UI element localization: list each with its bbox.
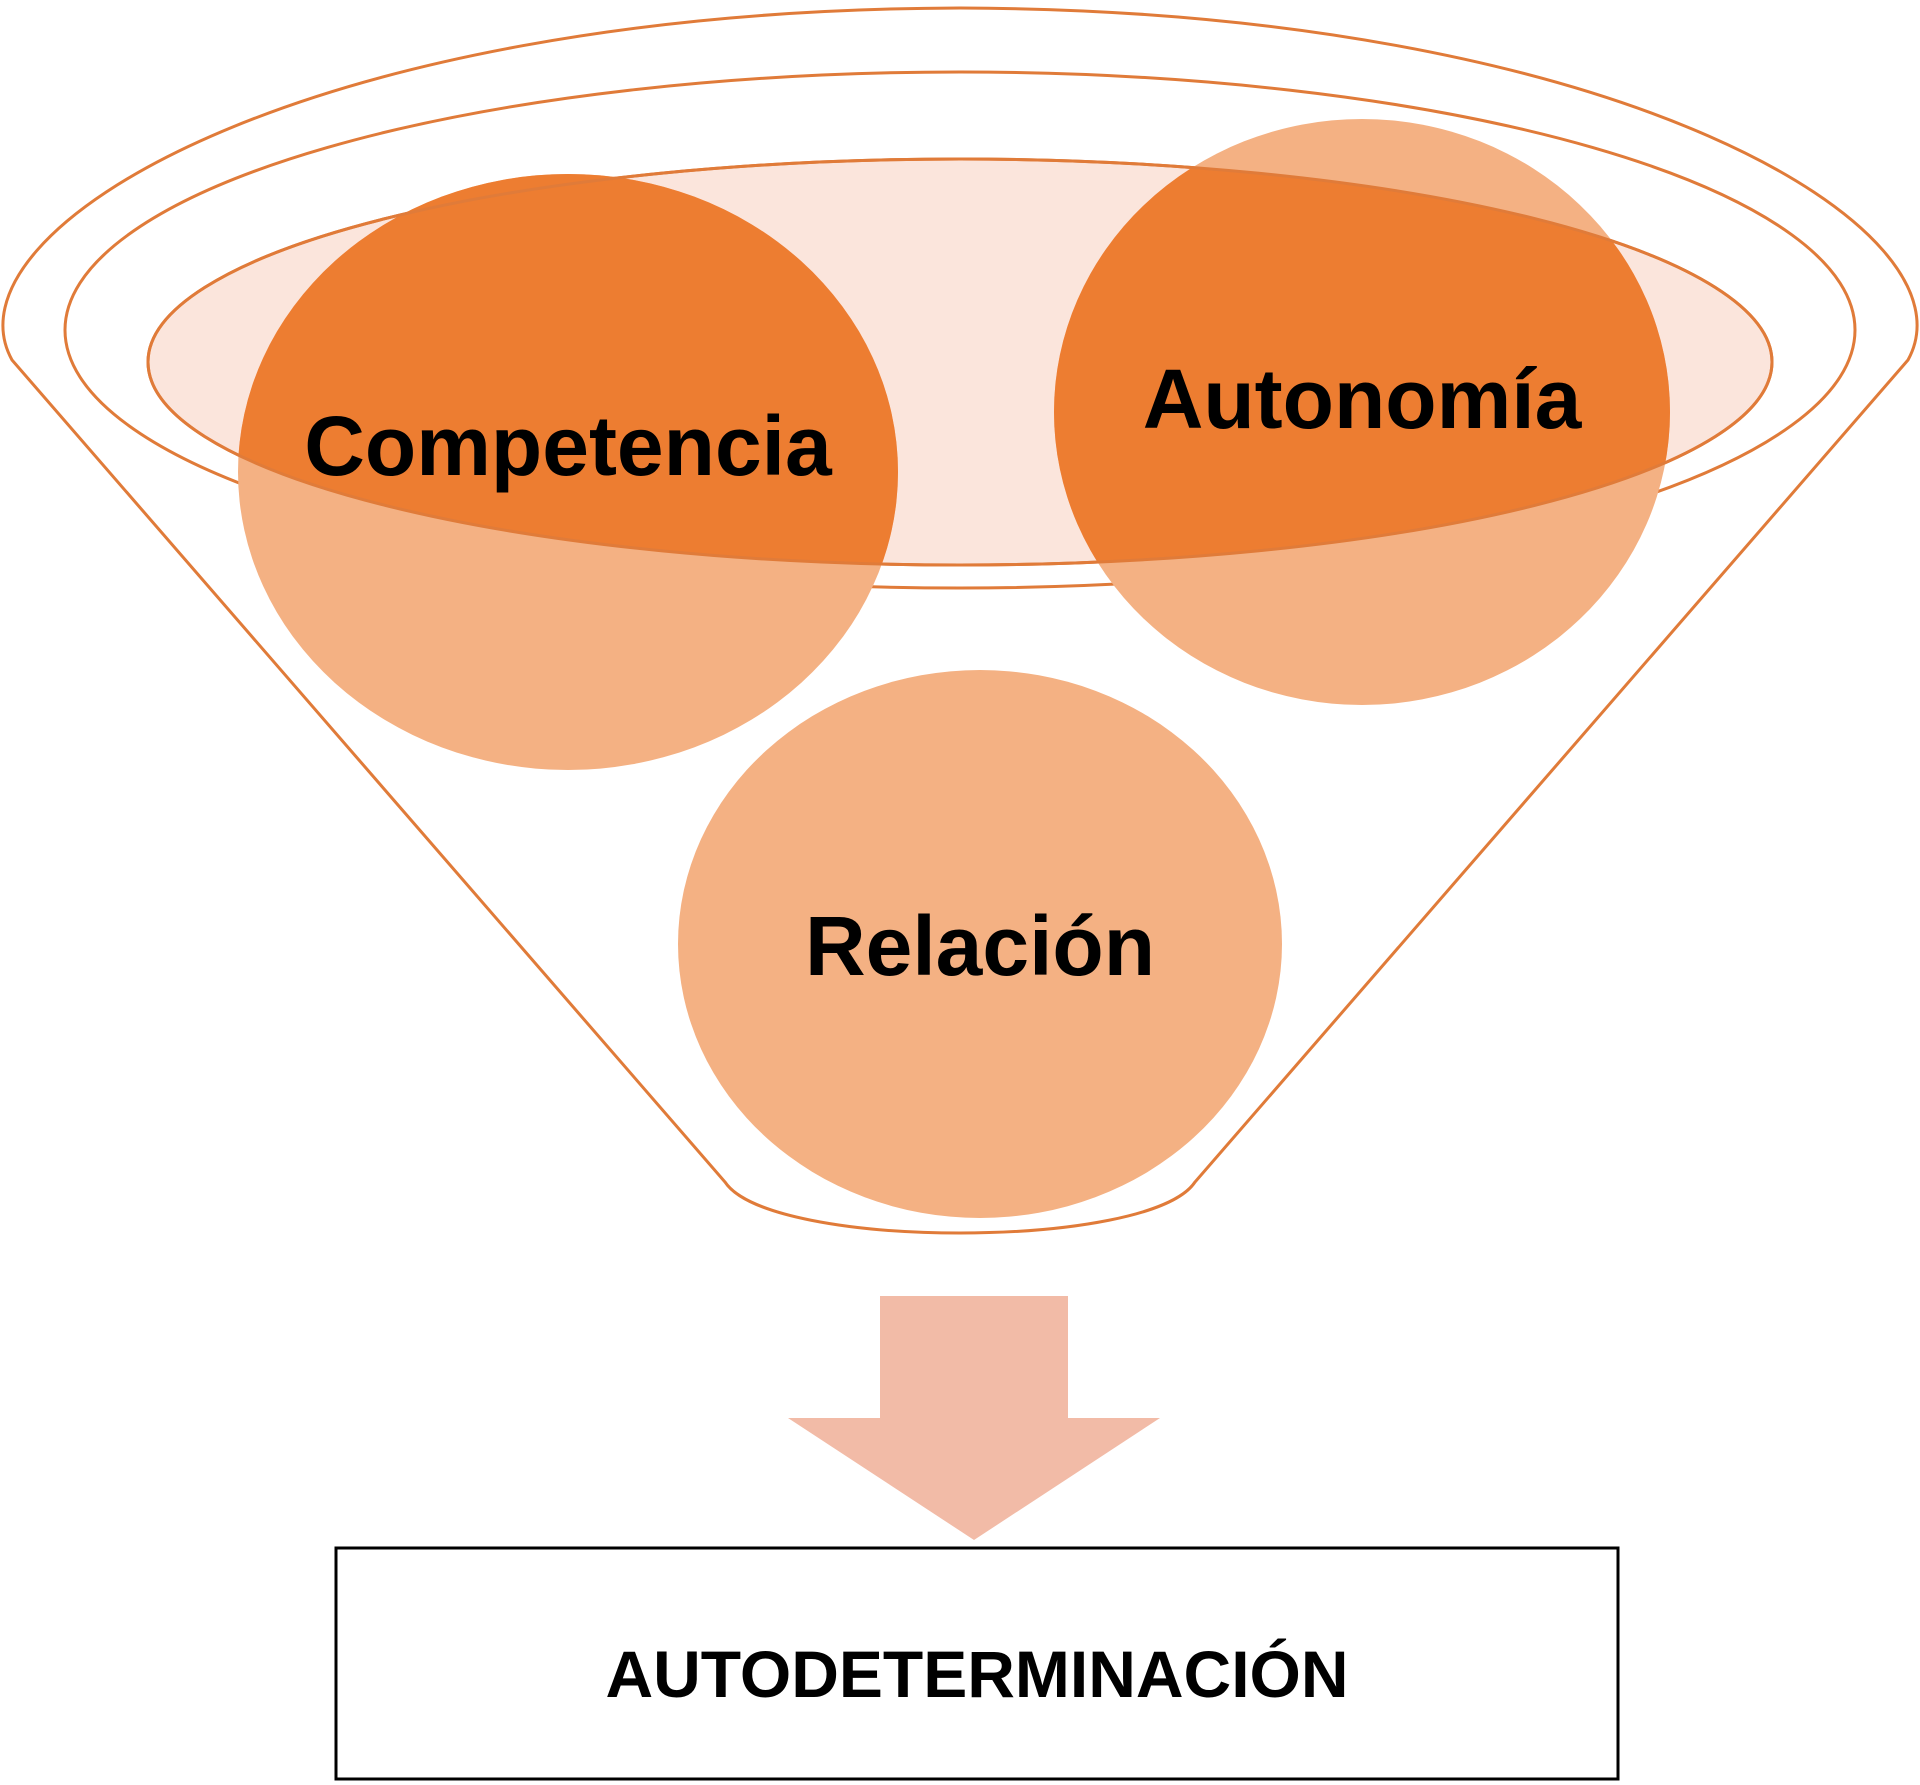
circle-relation <box>678 670 1282 1218</box>
label-autonomy: Autonomía <box>1143 352 1583 446</box>
result-label: AUTODETERMINACIÓN <box>605 1637 1348 1711</box>
circle-competence-upper <box>238 174 898 565</box>
down-arrow-icon <box>788 1296 1160 1540</box>
result-box <box>334 1546 1620 1781</box>
funnel-opening-outline <box>146 157 1774 567</box>
label-competence: Competencia <box>304 399 833 493</box>
funnel-rim-middle <box>63 70 1857 590</box>
label-relation: Relación <box>805 899 1155 993</box>
